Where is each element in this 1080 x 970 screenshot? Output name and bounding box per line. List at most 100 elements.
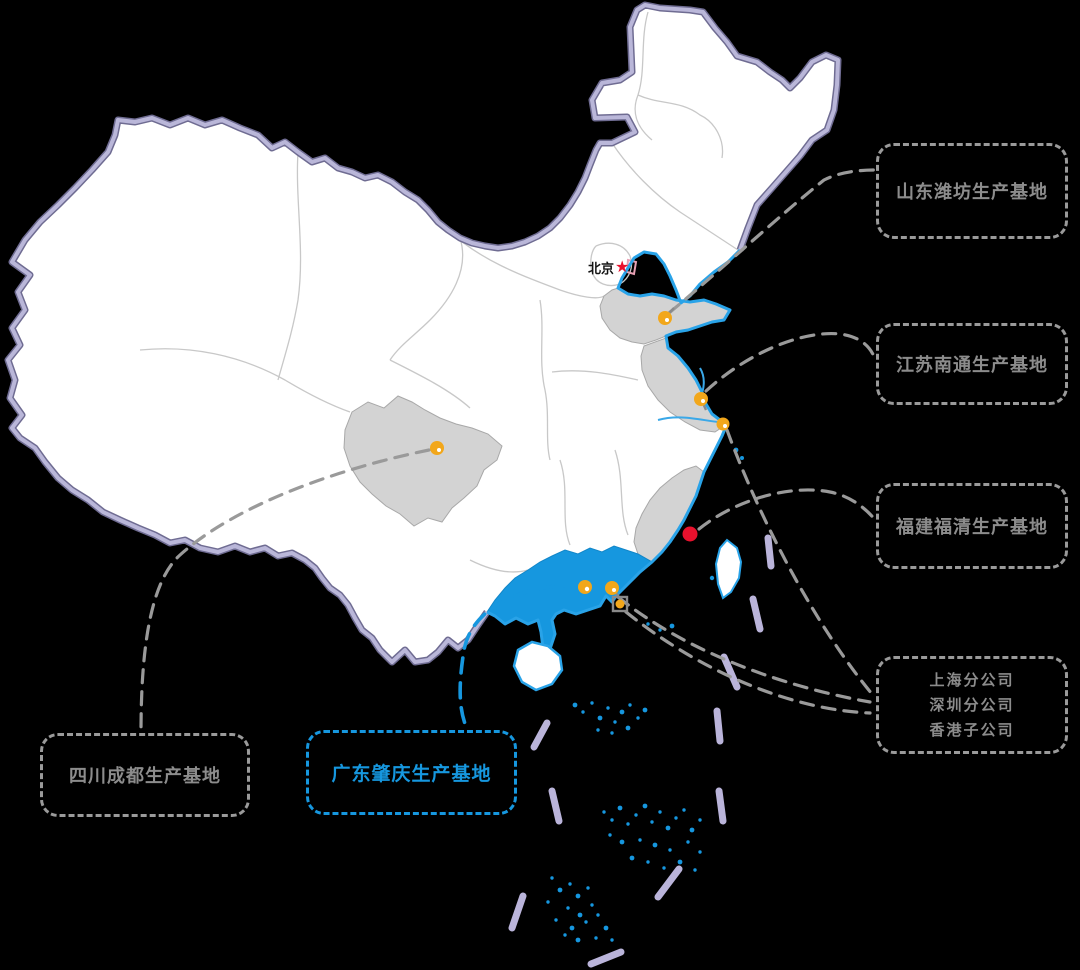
marker-weifang-hole [665,318,669,322]
sea-island-dot [586,886,590,890]
sea-island-dot [669,623,675,629]
sea-island-dot [608,833,612,837]
sea-island-dot [590,903,594,907]
marker-zhaoqing [578,580,592,594]
sea-island-dot [652,842,658,848]
island-penghu [709,575,715,581]
connector-shanghai [725,428,874,696]
sea-islands [546,622,702,943]
sea-island-dot [581,710,585,714]
nine-dash-segment [749,595,764,633]
sea-island-dot [646,622,650,626]
sea-island-dot [698,850,702,854]
callout-jiangsu-nantong: 江苏南通生产基地 [876,323,1068,405]
sea-island-dot [665,825,671,831]
island-zhoushan-2 [740,456,744,460]
callout-jiangsu-label: 江苏南通生产基地 [896,355,1048,375]
island-taiwan [714,538,743,600]
nine-dash-segment [720,653,741,691]
sea-island-dot [597,715,603,721]
callout-sichuan-label: 四川成都生产基地 [69,766,221,786]
sea-island-dot [566,906,570,910]
sea-island-dot [689,827,695,833]
beijing-name: 北京 [588,261,615,276]
sea-island-dot [658,810,662,814]
sea-island-dot [625,725,631,731]
sea-island-dot [557,887,563,893]
marker-nantong-hole [701,399,705,403]
sea-island-dot [646,860,650,864]
sea-island-dot [628,703,632,707]
sea-island-dot [686,840,690,844]
marker-shanghai [716,417,730,431]
marker-zhaoqing-hole [584,586,590,592]
callout-fujian-fuqing: 福建福清生产基地 [876,483,1068,569]
nine-dash-segment [508,892,527,932]
connector-weifang [667,168,878,315]
sea-island-dot [550,876,554,880]
province-sichuan [343,395,503,527]
sea-island-dot [610,818,614,822]
sea-island-dot [626,822,630,826]
office-line-shenzhen: 深圳分公司 [929,696,1015,714]
sea-island-dot [662,866,666,870]
land-border-light [6,3,840,664]
callout-fujian-label: 福建福清生产基地 [896,517,1048,537]
nine-dash-segment [587,948,625,968]
sea-island-dot [668,848,672,852]
callout-guangdong-zhaoqing: 广东肇庆生产基地 [306,730,517,815]
connector-chengdu [139,448,431,734]
marker-chengdu-hole [437,448,441,452]
sea-island-dot [638,838,642,842]
marker-nantong [694,392,708,406]
sea-island-dot [546,900,550,904]
nine-dash-segment [713,707,724,745]
sea-island-dot [575,893,581,899]
city-markers [430,311,730,609]
sea-island-dot [602,810,606,814]
sea-island-dot [568,882,572,886]
sea-island-dot [575,937,581,943]
sea-island-dot [594,936,598,940]
sea-island-dot [569,925,575,931]
connector-hongkong [624,610,872,715]
office-line-hongkong: 香港子公司 [929,721,1015,739]
beijing-label: 北京★ [588,258,629,277]
callout-shandong-weifang: 山东潍坊生产基地 [876,143,1068,239]
sea-island-dot [590,701,594,705]
sea-island-dot [619,839,625,845]
sea-island-dot [682,808,686,812]
sea-island-dot [596,728,600,732]
marker-chengdu [430,441,444,455]
sea-island-dot [693,868,697,872]
sea-island-dot [596,913,600,917]
sea-island-dot [610,731,614,735]
island-hainan [512,640,564,692]
marker-shenzhen [605,581,619,595]
sea-island-dot [577,912,583,918]
nine-dash-segment [530,719,551,751]
marker-fuqing [682,526,698,542]
nine-dash-segment [715,787,727,825]
callout-sichuan-chengdu: 四川成都生产基地 [40,733,250,817]
office-line-shanghai: 上海分公司 [929,671,1015,689]
callout-shandong-label: 山东潍坊生产基地 [896,182,1048,202]
sea-island-dot [613,720,617,724]
nine-dash-line [508,534,775,968]
sea-island-dot [603,925,609,931]
marker-hongkong [615,599,625,609]
sea-island-dot [677,859,683,865]
hongkong-marker-frame [611,595,629,613]
sea-island-dot [563,933,567,937]
callout-offices: 上海分公司 深圳分公司 香港子公司 [876,656,1068,754]
marker-shanghai-hole [723,424,727,428]
sea-island-dot [634,813,638,817]
callout-guangdong-label: 广东肇庆生产基地 [331,764,492,785]
sea-island-dot [572,702,578,708]
china-mainland [8,5,838,662]
beijing-star-icon: ★ [615,259,630,276]
sea-island-dot [650,820,654,824]
connector-zhaoqing [458,583,580,731]
